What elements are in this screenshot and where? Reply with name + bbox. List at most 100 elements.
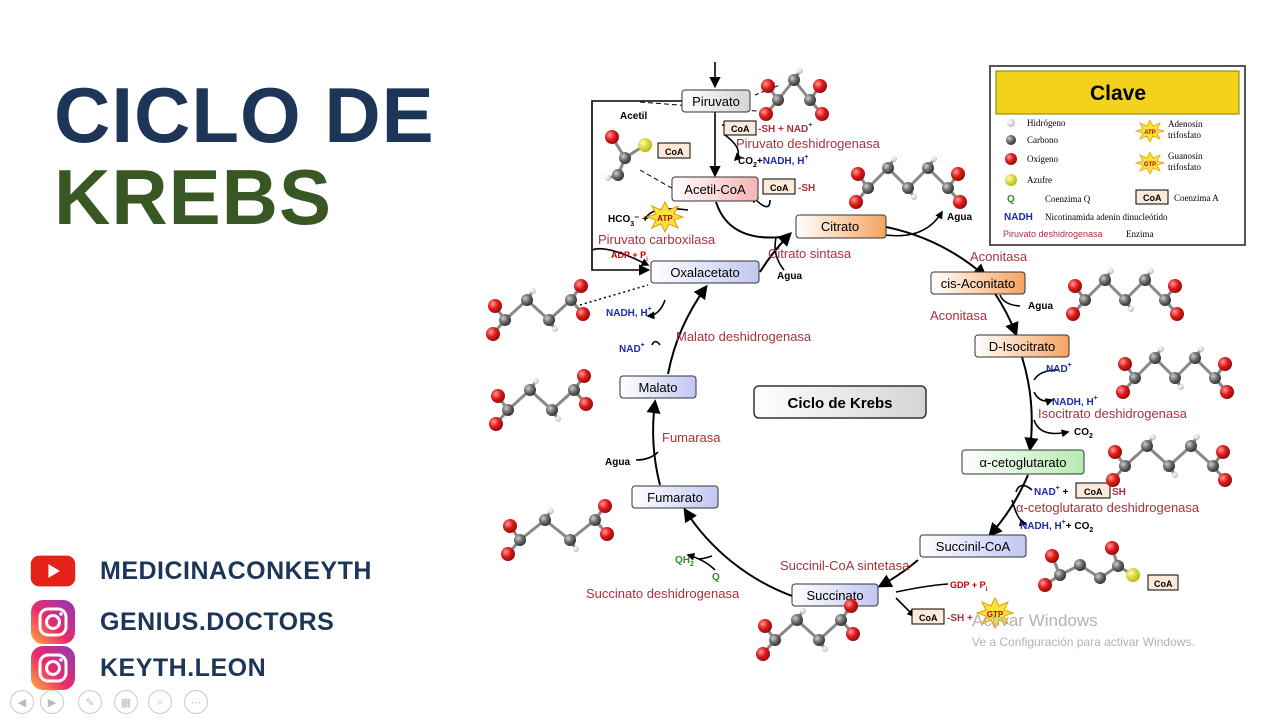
carbon-icon (1006, 135, 1016, 145)
oxygen-icon (1005, 153, 1017, 165)
oxygen-atom (759, 107, 773, 121)
oxygen-atom (574, 279, 588, 293)
hydrogen-atom (891, 156, 897, 162)
carbon-atom (769, 634, 781, 646)
oxygen-atom (756, 647, 770, 661)
carbon-atom (1189, 352, 1201, 364)
pen-icon[interactable]: ✎ (78, 690, 102, 714)
oxygen-atom (813, 79, 827, 93)
oxygen-atom (761, 79, 775, 93)
oxygen-atom (1045, 549, 1059, 563)
hydrogen-atom (911, 194, 917, 200)
social-label: KEYTH.LEON (100, 653, 267, 682)
carbon-atom (539, 514, 551, 526)
enzyme-citrato-sintasa: Citrato sintasa (768, 246, 852, 261)
carbon-atom (922, 162, 934, 174)
enzyme-aconitasa-2: Aconitasa (930, 308, 988, 323)
gtp-icon (1134, 151, 1166, 175)
oxygen-atom (1068, 279, 1082, 293)
box-malato (619, 375, 697, 399)
coa-box: CoA (919, 613, 938, 623)
hco3-label: HCO3⁻ + (608, 214, 648, 228)
social-youtube[interactable]: MEDICINACONKEYTH (30, 548, 372, 594)
adp-pi-label: ADP + Pi (611, 250, 648, 263)
carbon-atom (612, 169, 624, 181)
instagram-icon (30, 600, 76, 644)
legend-item: trifosfato (1168, 130, 1201, 140)
alpha-ketoglutarate-molecule (1106, 434, 1232, 487)
slides-icon[interactable]: ▦ (114, 690, 138, 714)
q-label: Q (712, 572, 720, 583)
hydrogen-icon (1007, 119, 1015, 127)
prev-slide-icon[interactable]: ◀ (10, 690, 34, 714)
oxygen-atom (501, 547, 515, 561)
activate-windows-title: Activar Windows (972, 611, 1098, 630)
oxygen-atom (486, 327, 500, 341)
carbon-atom (902, 182, 914, 194)
succinyl-coa-molecule (1038, 541, 1140, 592)
carbon-atom (1119, 294, 1131, 306)
svg-text:ATP: ATP (1144, 130, 1156, 136)
carbon-atom (543, 314, 555, 326)
nad-label: NAD+ (619, 342, 645, 355)
malate-molecule (489, 369, 593, 431)
center-box (753, 385, 927, 419)
hydrogen-atom (1150, 434, 1156, 440)
carbon-atom (862, 182, 874, 194)
succinate-molecule (756, 599, 860, 661)
legend-item: Oxígeno (1027, 154, 1058, 164)
oxygen-atom (849, 195, 863, 209)
enzyme-piruvato-dh: Piruvato deshidrogenasa (736, 136, 881, 151)
molecule-models (486, 68, 1234, 661)
sulfur-icon (1005, 174, 1017, 186)
oxygen-atom (577, 369, 591, 383)
legend-symbol: Piruvato deshidrogenasa (1003, 229, 1103, 239)
sh-label: -SH + (947, 613, 973, 624)
carbon-atom (1119, 460, 1131, 472)
oxygen-atom (951, 167, 965, 181)
enzyme-isocitrato-dh: Isocitrato deshidrogenasa (1038, 406, 1188, 421)
hydrogen-atom (605, 175, 611, 181)
oxygen-atom (846, 627, 860, 641)
hydrogen-atom (1128, 306, 1134, 312)
next-slide-icon[interactable]: ▶ (40, 690, 64, 714)
oxygen-atom (579, 397, 593, 411)
agua-label: Agua (1028, 301, 1053, 312)
oxygen-atom (851, 167, 865, 181)
youtube-icon (30, 551, 76, 591)
carbon-atom (804, 94, 816, 106)
oxygen-atom (1216, 445, 1230, 459)
enzyme-succinato-dh: Succinato deshidrogenasa (586, 586, 740, 601)
social-instagram-2[interactable]: KEYTH.LEON (30, 645, 266, 691)
enzyme-akg-dh: α-cetoglutarato deshidrogenasa (1016, 500, 1200, 515)
atp-icon (1134, 119, 1166, 143)
box-fumarato (631, 485, 719, 509)
more-icon[interactable]: ⋯ (184, 690, 208, 714)
social-label: GENIUS.DOCTORS (100, 607, 335, 636)
svg-text:ATP: ATP (657, 214, 673, 223)
carbon-atom (1169, 372, 1181, 384)
oxygen-atom (576, 307, 590, 321)
oxygen-atom (489, 417, 503, 431)
oxygen-atom (953, 195, 967, 209)
oxygen-atom (488, 299, 502, 313)
carbon-atom (813, 634, 825, 646)
legend-item: Hidrógeno (1027, 118, 1066, 128)
oxygen-atom (1038, 578, 1052, 592)
carbon-atom (521, 294, 533, 306)
hydrogen-atom (530, 288, 536, 294)
coa-box: CoA (770, 183, 789, 193)
hydrogen-atom (822, 646, 828, 652)
hydrogen-atom (1178, 384, 1184, 390)
carbon-atom (1054, 569, 1066, 581)
zoom-icon[interactable]: ⌕ (148, 690, 172, 714)
carbon-atom (1112, 560, 1124, 572)
oxygen-atom (600, 527, 614, 541)
legend-symbol: CoA (1143, 193, 1162, 203)
hydrogen-atom (931, 156, 937, 162)
label-cis-aconitato: cis-Aconitato (941, 276, 1015, 291)
legend-item: Carbono (1027, 135, 1058, 145)
box-piruvato (681, 89, 751, 113)
social-instagram-1[interactable]: GENIUS.DOCTORS (30, 599, 334, 645)
